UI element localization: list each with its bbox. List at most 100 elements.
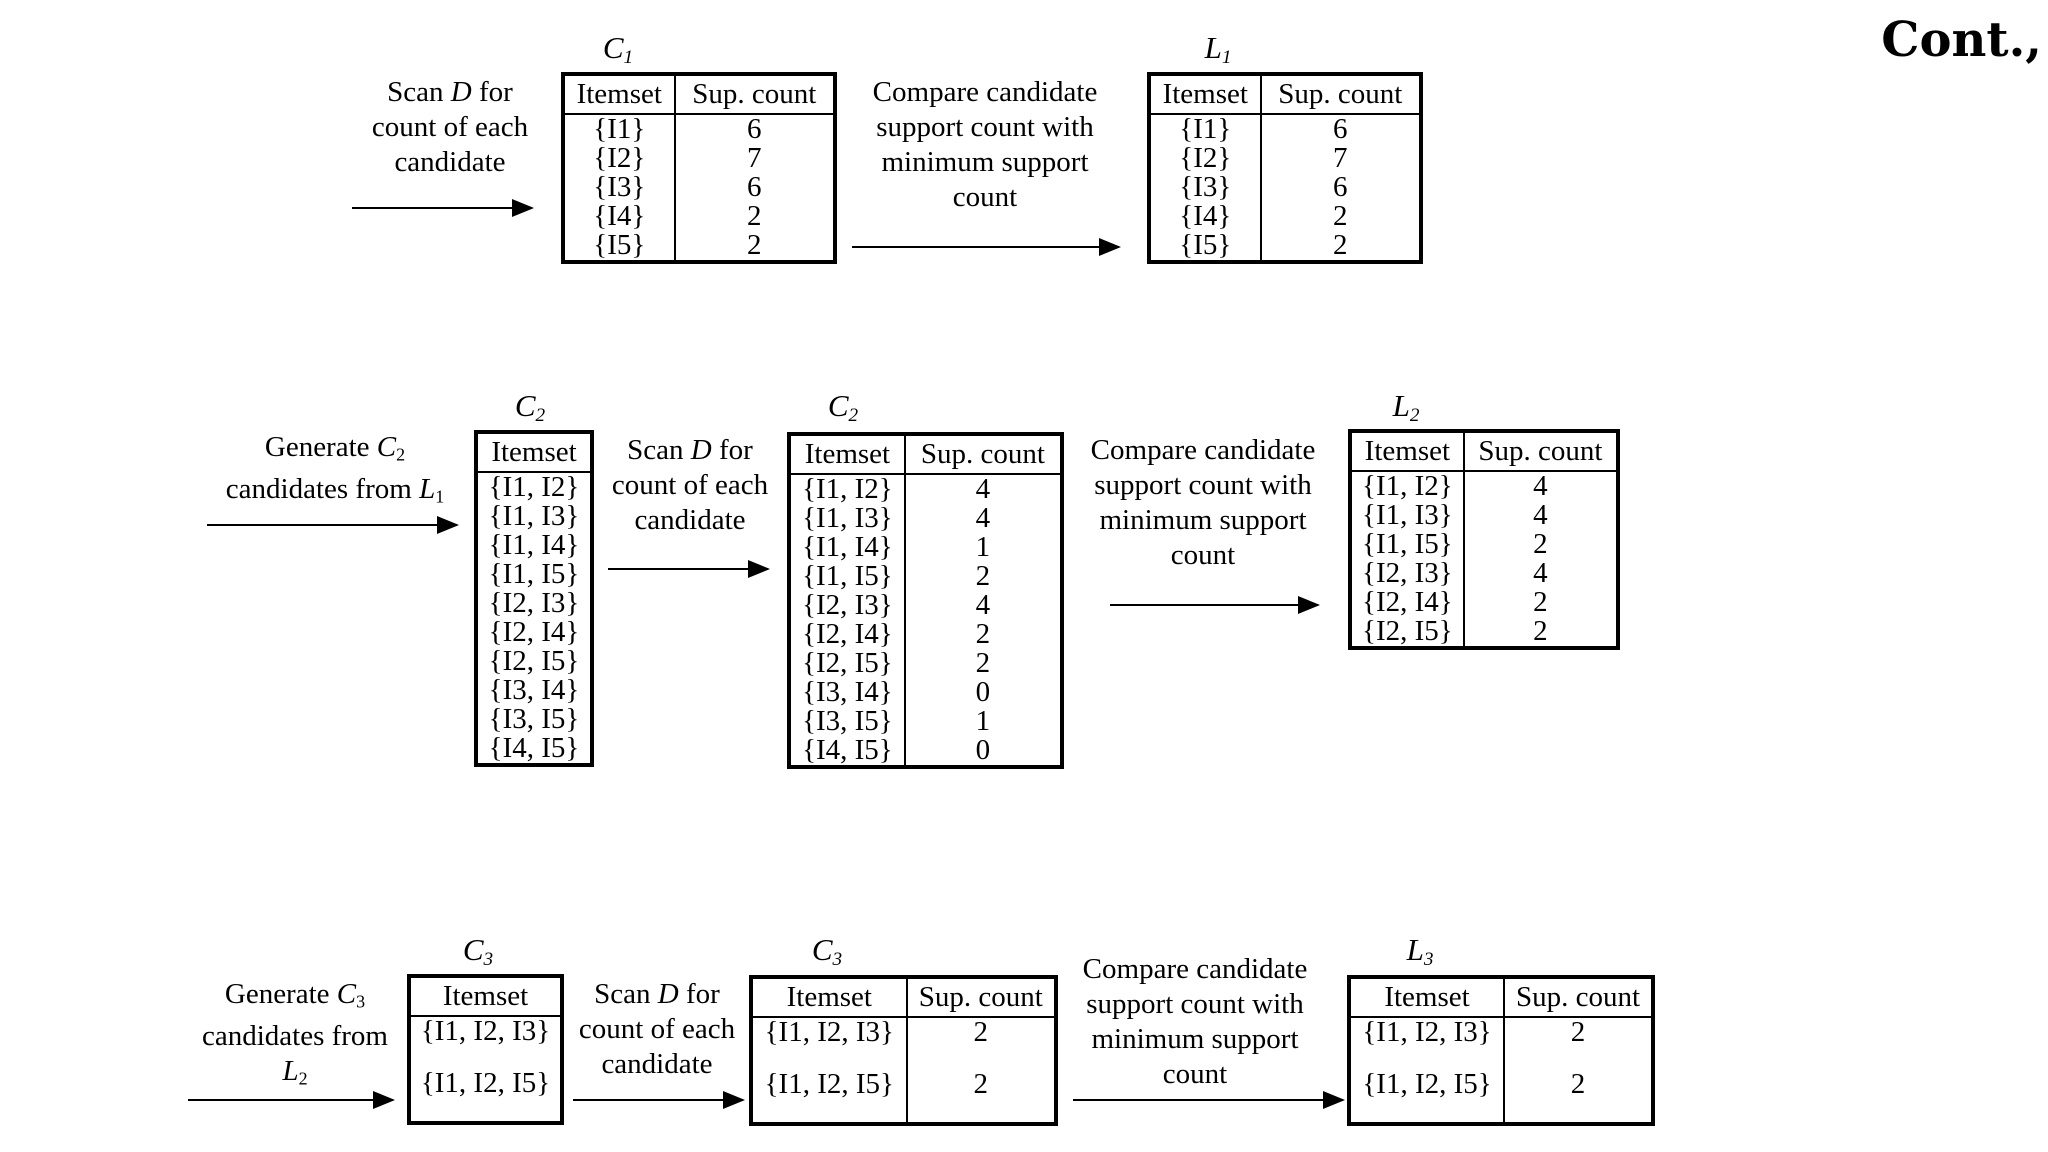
itemset-cell: {I1, I3}: [1350, 501, 1465, 530]
itemset-cell: {I1, I5}: [789, 562, 906, 591]
column-header: Sup. count: [1504, 977, 1653, 1018]
table-row: {I2, I3}4: [789, 591, 1062, 620]
arrow-to-l3: [1073, 1091, 1345, 1109]
table-row: {I1, I3} 4: [1350, 501, 1618, 530]
support-count-cell: 2: [1333, 229, 1348, 261]
arrow-to-c3-count: [573, 1091, 745, 1109]
itemset-cell: {I3, I4}: [789, 678, 906, 707]
itemset-cell: {I1, I2, I3}: [751, 1017, 908, 1070]
itemset-cell: {I1, I2, I5}: [751, 1070, 908, 1124]
table-row: {I2, I5}2: [1350, 617, 1618, 648]
itemset-cell: {I2, I4}: [1350, 588, 1465, 617]
itemset-cell: {I1}: [1149, 114, 1262, 144]
column-header: Sup. count: [674, 74, 835, 115]
table-row: {I4, I5}0: [789, 736, 1062, 767]
support-count-cell: 6: [747, 113, 762, 145]
table-row: {I2, I4}2: [1350, 588, 1618, 617]
table-row: {I5} 2: [1149, 231, 1421, 262]
itemset-cell: {I2, I4}: [789, 620, 906, 649]
column-header: Sup. count: [1463, 431, 1618, 472]
table-row: {I1, I2} 4: [1350, 471, 1618, 501]
itemset-cell: {I1, I2}: [488, 471, 580, 503]
support-count-cell: 4: [975, 502, 991, 534]
table-row: {I5}2: [563, 231, 835, 262]
c2-gen-table: Itemset{I1, I2}{I1, I3}{I1, I4}{I1, I5}{…: [474, 430, 594, 767]
c3-count-label: C3: [811, 932, 843, 970]
table-row: {I1} 6: [1149, 114, 1421, 144]
table-row: {I2, I4} 2: [789, 620, 1062, 649]
column-header: Itemset: [1349, 977, 1506, 1018]
l1-label: L1: [1204, 30, 1232, 68]
column-header: Itemset: [751, 977, 908, 1018]
itemset-cell: {I1, I2, I5}: [420, 1067, 551, 1099]
itemset-cell: {I1, I5}: [488, 558, 580, 590]
table-row: {I1, I4}1: [789, 533, 1062, 562]
table-row: {I1, I5}: [476, 560, 592, 589]
support-count-cell: 1: [975, 531, 991, 563]
table-row: {I1, I2}4: [789, 474, 1062, 504]
column-header: Itemset: [563, 74, 676, 115]
support-count-cell: 2: [975, 647, 991, 679]
itemset-cell: {I1, I2, I5}: [1349, 1070, 1506, 1124]
table-row: {I2, I5}: [476, 647, 592, 676]
table-row: {I1, I2, I3}: [409, 1016, 562, 1069]
table-row: {I3, I5}: [476, 705, 592, 734]
itemset-cell: {I1}: [563, 114, 676, 144]
itemset-cell: {I3, I4}: [488, 674, 580, 706]
c3-gen-label: C3: [462, 932, 494, 970]
table-row: {I2}7: [1149, 144, 1421, 173]
itemset-cell: {I4}: [1149, 202, 1262, 231]
support-count-cell: 0: [975, 676, 991, 708]
table-row: {I1, I2}: [476, 472, 592, 502]
itemset-cell: {I1, I2}: [1350, 471, 1465, 501]
support-count-cell: 2: [1533, 528, 1548, 560]
itemset-cell: {I5}: [1149, 231, 1262, 262]
itemset-cell: {I1, I2, I3}: [420, 1015, 551, 1047]
support-count-cell: 7: [747, 142, 762, 174]
column-header: Itemset: [409, 976, 562, 1017]
arrow-to-l2: [1110, 596, 1320, 614]
column-header: Sup. count: [1260, 74, 1421, 115]
support-count-cell: 2: [1570, 1016, 1586, 1048]
support-count-cell: 2: [975, 560, 991, 592]
support-count-cell: 7: [1333, 142, 1348, 174]
table-row: {I1, I2, I5} 2: [1349, 1070, 1653, 1124]
table-row: {I2}7: [563, 144, 835, 173]
itemset-cell: {I2, I3}: [488, 587, 580, 619]
itemset-cell: {I2, I5}: [1350, 617, 1465, 648]
itemset-cell: {I3}: [563, 173, 676, 202]
table-row: {I1, I2, I5}: [409, 1069, 562, 1123]
support-count-cell: 4: [1533, 470, 1548, 502]
itemset-cell: {I4}: [563, 202, 676, 231]
itemset-cell: {I1, I3}: [488, 500, 580, 532]
support-count-cell: 4: [1533, 499, 1548, 531]
table-row: {I1, I3}4: [789, 504, 1062, 533]
support-count-cell: 6: [1333, 171, 1348, 203]
arrow-to-c2-count: [608, 560, 770, 578]
table-row: {I4, I5}: [476, 734, 592, 765]
table-row: {I3, I4}: [476, 676, 592, 705]
support-count-cell: 2: [975, 618, 991, 650]
table-row: {I3}6: [563, 173, 835, 202]
table-row: {I4}2: [1149, 202, 1421, 231]
column-header: Sup. count: [904, 434, 1062, 475]
support-count-cell: 2: [1570, 1068, 1586, 1100]
arrow-to-l1: [852, 238, 1121, 256]
table-row: {I2, I3}: [476, 589, 592, 618]
support-count-cell: 0: [975, 734, 991, 766]
table-row: {I1, I5}2: [1350, 530, 1618, 559]
itemset-cell: {I1, I2, I3}: [1349, 1017, 1506, 1070]
support-count-cell: 6: [1333, 113, 1348, 145]
support-count-cell: 4: [1533, 557, 1548, 589]
itemset-cell: {I4, I5}: [488, 732, 580, 764]
l3-label: L3: [1406, 932, 1434, 970]
